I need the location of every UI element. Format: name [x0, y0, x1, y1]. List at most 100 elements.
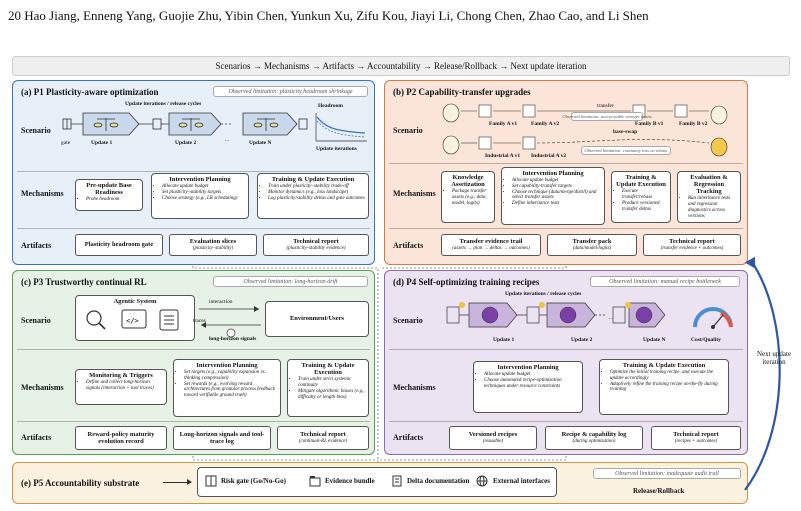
p4-divider-1 — [389, 349, 743, 350]
p3-limitation: Observed limitation: long-horizon drift — [213, 276, 368, 287]
p2-mech-assetization-title: Knowledge Assetization — [451, 174, 485, 189]
p3-artifacts-label: Artifacts — [21, 433, 52, 442]
p1-gate-label: gate — [61, 140, 71, 146]
p4-update-2: Update 2 — [571, 337, 593, 343]
p5-substrate-box — [197, 467, 557, 497]
p3-mechanisms-label: Mechanisms — [21, 383, 64, 392]
p1-mech-readiness-title: Pre-update Base Readiness — [86, 182, 132, 197]
p2-industrial-v1: Industrial A v1 — [485, 153, 521, 159]
p4-mech-training: Training & Update Execution Optimize the… — [599, 359, 729, 415]
p1-artifact-slices: Evaluation slices (plasticity–stability) — [169, 234, 257, 256]
p5-interfaces: External interfaces — [475, 475, 550, 487]
p4-artifact-title: Recipe & capability log — [561, 431, 627, 439]
p4-artifact-title: Technical report — [673, 431, 719, 439]
p5-item-label: Evidence bundle — [325, 477, 375, 485]
p4-artifact-sub: (recipes + outcomes) — [674, 438, 718, 444]
p4-mech-item: Optimize the initial training recipe, an… — [610, 370, 725, 382]
p2-artifact-report: Technical report (transfer evidence + ou… — [643, 234, 741, 256]
p1-mech-readiness-item: Probe headroom — [86, 197, 139, 203]
p2-mech-training-title: Training & Update Execution — [616, 174, 666, 189]
p5-evidence: Evidence bundle — [309, 475, 375, 487]
p2-artifact-title: Technical report — [669, 238, 715, 246]
panel-p1: (a) P1 Plasticity-aware optimization Obs… — [12, 80, 375, 265]
p2-artifact-pack: Transfer pack (data/model/logits) — [547, 234, 637, 256]
p2-transfer-label: transfer — [597, 103, 614, 109]
p2-mech-item: Set capability-transfer targets — [512, 184, 601, 190]
p1-artifact-sub: (plasticity–stability evidence) — [286, 245, 346, 251]
globe-icon — [476, 475, 488, 487]
p1-mech-training: Training & Update Execution Train under … — [257, 173, 369, 219]
p3-artifact-record: Reward-policy maturity evolution record — [75, 426, 167, 450]
p2-transfer-diagram — [442, 103, 728, 157]
panel-p4: (d) P4 Self-optimizing training recipes … — [384, 270, 748, 455]
code-window-icon — [121, 309, 147, 329]
p3-mech-item: Train under strict systemic continuity — [298, 377, 365, 389]
p2-family-a-v1: Family A v1 — [489, 121, 518, 127]
p1-axis-label: Update iterations — [316, 146, 357, 152]
p2-mechanisms-label: Mechanisms — [393, 189, 436, 198]
p2-mech-item: Run inheritance tests and regression dia… — [688, 196, 737, 219]
panel-p2: (b) P2 Capability-transfer upgrades Scen… — [384, 80, 748, 265]
p4-cost-label: Cost/Quality — [691, 337, 721, 343]
p1-update-n: Update N — [249, 140, 272, 146]
p2-mech-item: Execute transfer/rebase — [622, 189, 667, 201]
p4-artifact-sub: (reusable) — [482, 438, 504, 444]
p2-artifacts-label: Artifacts — [393, 241, 424, 250]
p5-item-label: Risk gate (Go/No-Go) — [221, 477, 286, 485]
p1-mech-planning-item: Choose strategy (e.g., LR scheduling) — [162, 196, 245, 202]
p3-artifact-report: Technical report (continual-RL evidence) — [277, 426, 369, 450]
p4-mech-planning-title: Intervention Planning — [497, 364, 559, 371]
p3-artifact-sub: (continual-RL evidence) — [298, 438, 348, 444]
p3-mech-item: Set targets (e.g., capability expansion … — [184, 370, 277, 382]
p3-env-title: Environment/Users — [289, 315, 345, 323]
magnifier-icon — [86, 310, 102, 326]
p3-interaction-arrows — [199, 306, 261, 338]
p1-mech-training-title: Training & Update Execution — [271, 176, 355, 183]
p3-mech-item: Set rewards (e.g., evolving reward archi… — [184, 382, 277, 399]
panel-p5: (e) P5 Accountability substrate Observed… — [12, 462, 748, 504]
p2-artifact-title: Transfer pack — [572, 238, 612, 246]
p3-agentic-icons: </> — [86, 309, 179, 331]
p3-artifact-title: Long-horizon signals and tool-trace log — [179, 430, 265, 445]
p1-artifact-title: Plasticity headroom gate — [84, 241, 154, 249]
p1-artifact-gate: Plasticity headroom gate — [75, 234, 163, 256]
p2-divider-2 — [389, 228, 743, 229]
p1-divider-2 — [17, 228, 370, 229]
p5-limitation: Observed limitation: inadequate audit tr… — [593, 468, 741, 479]
p1-update-2: Update 2 — [175, 140, 197, 146]
p3-mech-training-title: Training & Update Execution — [301, 362, 355, 377]
p2-artifact-sub: (data/model/logits) — [572, 245, 612, 251]
p2-mech-planning-title: Intervention Planning — [522, 170, 584, 177]
p2-mech-evaluation-title: Evaluation & Regression Tracking — [690, 174, 728, 196]
p2-artifact-sub: (assets → plan → deltas → outcomes) — [452, 245, 530, 251]
p2-mech-training: Training & Update Execution Execute tran… — [611, 171, 671, 223]
p3-artifact-title: Reward-policy maturity evolution record — [87, 430, 155, 445]
page-header: 20 Hao Jiang, Enneng Yang, Guojie Zhu, Y… — [8, 8, 649, 23]
p5-item-label: External interfaces — [493, 477, 550, 485]
p4-title: (d) P4 Self-optimizing training recipes — [393, 277, 540, 287]
p2-mech-item: Produce versioned transfer deltas — [622, 201, 667, 213]
p1-title: (a) P1 Plasticity-aware optimization — [21, 87, 159, 97]
p2-divider-1 — [389, 163, 743, 164]
p4-divider-2 — [389, 421, 743, 422]
p5-risk-gate: Risk gate (Go/No-Go) — [205, 475, 286, 487]
p2-mech-item: Allocate update budget — [512, 178, 601, 184]
p2-base-swap-label: base-swap — [613, 129, 638, 135]
p4-artifact-report: Technical report (recipes + outcomes) — [651, 426, 741, 450]
p4-artifacts-label: Artifacts — [393, 433, 424, 442]
p3-env-box: Environment/Users — [265, 301, 369, 337]
p2-family-b-v2: Family B v2 — [679, 121, 708, 127]
p2-family-a-v2: Family A v2 — [531, 121, 560, 127]
p1-mech-planning-item: Set plasticity–stability targets — [162, 190, 245, 196]
p3-title: (c) P3 Trustworthy continual RL — [21, 277, 147, 287]
p3-mech-planning-title: Intervention Planning — [196, 362, 258, 369]
gauge-icon — [693, 307, 733, 329]
p5-release: Release/Rollback — [633, 487, 685, 495]
p2-mech-assetization: Knowledge Assetization Package transfer … — [441, 171, 495, 223]
p4-mech-item: Allocate update budget — [484, 372, 579, 378]
p4-ellipsis: ... — [609, 315, 614, 321]
recipe-cycle-icon — [481, 306, 499, 324]
p1-scenario-label: Scenario — [21, 126, 51, 135]
p3-artifact-title: Technical report — [300, 431, 346, 439]
